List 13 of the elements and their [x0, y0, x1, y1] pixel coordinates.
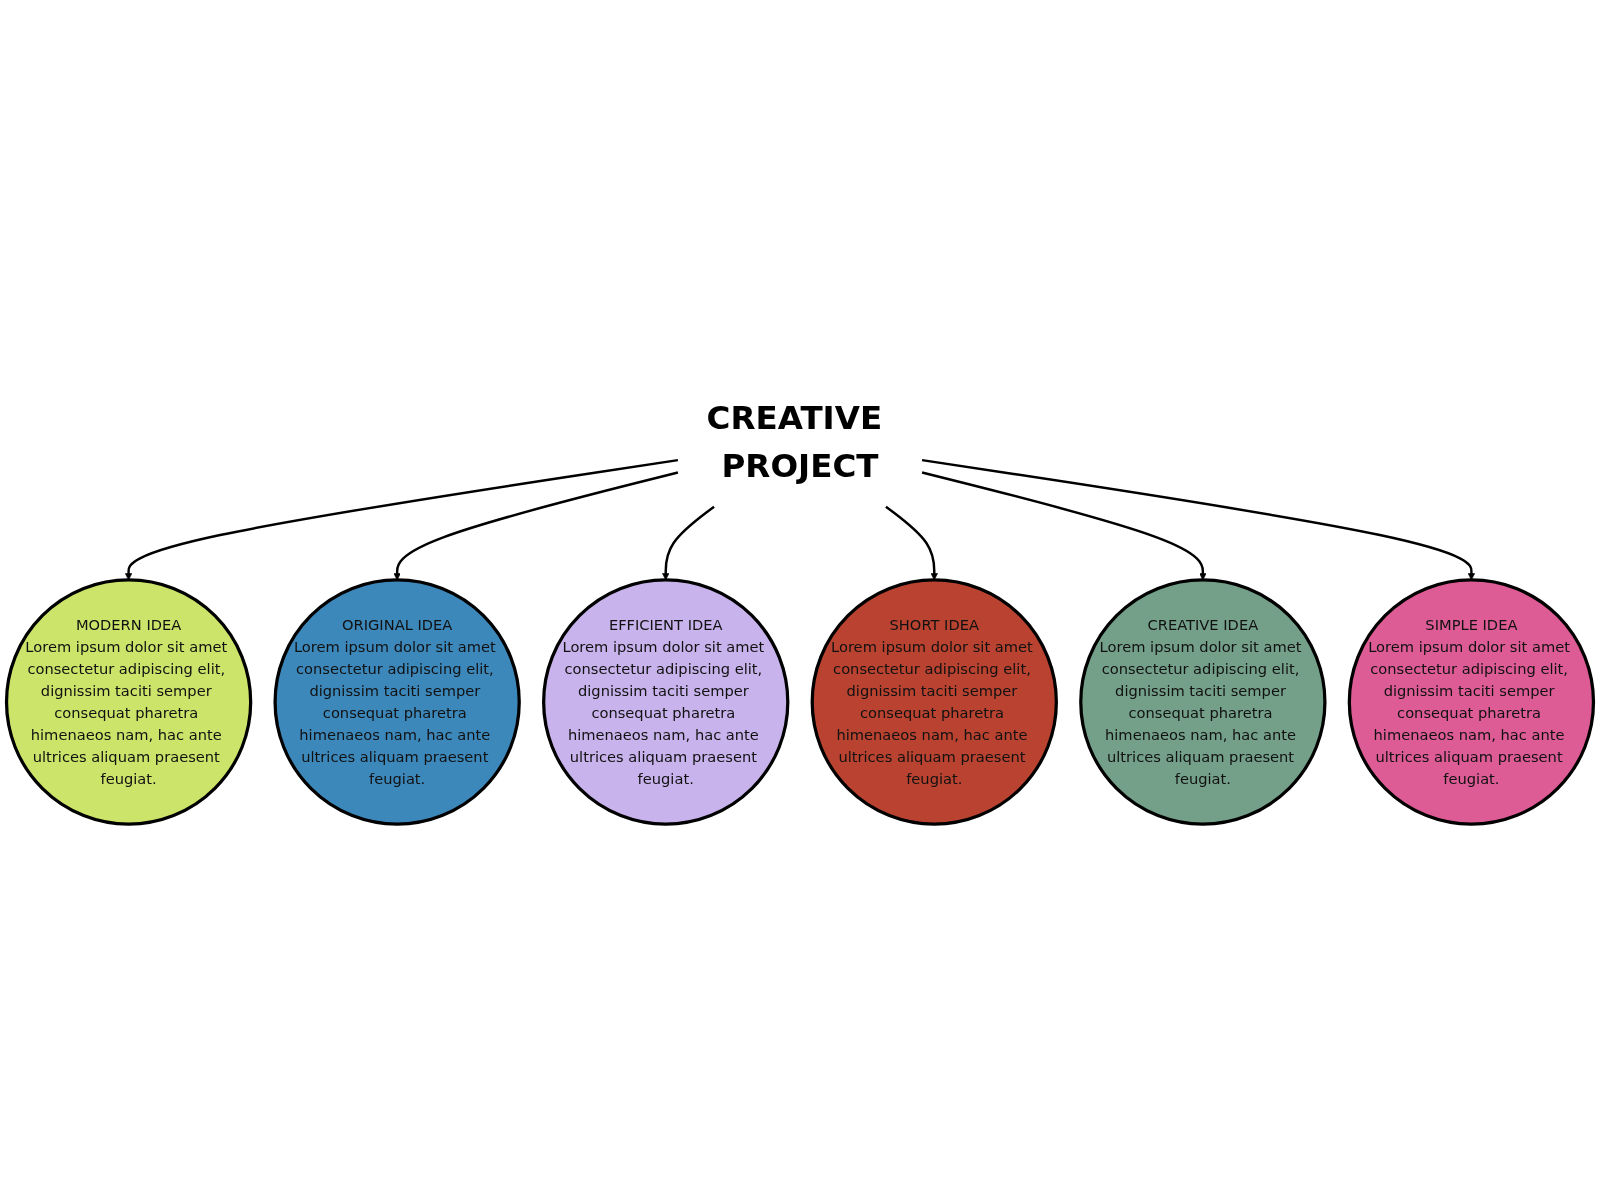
arrow — [393, 470, 679, 580]
node-circle: SIMPLE IDEA Lorem ipsum dolor sit amet consectetur adipiscing elit, dignissim taciti semper consequat pharetra himenaeos nam, hac ante ultrices aliquam praesent feugiat. — [1347, 578, 1596, 826]
node-circle: SHORT IDEA Lorem ipsum dolor sit amet consectetur adipiscing elit, dignissim taciti semper consequat pharetra himenaeos nam, hac ante ultrices aliquam praesent feugiat. — [810, 578, 1058, 826]
arrow — [921, 458, 1475, 580]
node-text: CREATIVE PROJECT — [706, 398, 883, 485]
arrow — [662, 505, 715, 580]
arrow — [921, 470, 1207, 580]
node-circle: MODERN IDEA Lorem ipsum dolor sit amet consectetur adipiscing elit, dignissim taciti semper consequat pharetra himenaeos nam, hac ante ultrices aliquam praesent feugiat. — [4, 578, 253, 826]
node-circle: CREATIVE IDEA Lorem ipsum dolor sit amet consectetur adipiscing elit, dignissim taciti semper consequat pharetra himenaeos nam, hac ante ultrices aliquam praesent feugiat. — [1079, 578, 1327, 826]
arrow — [885, 505, 938, 580]
node-circle: ORIGINAL IDEA Lorem ipsum dolor sit amet consectetur adipiscing elit, dignissim taciti semper consequat pharetra himenaeos nam, hac ante ultrices aliquam praesent feugiat. — [273, 578, 521, 826]
arrow — [125, 458, 679, 580]
node-circle: EFFICIENT IDEA Lorem ipsum dolor sit amet consectetur adipiscing elit, dignissim taciti semper consequat pharetra himenaeos nam, hac ante ultrices aliquam praesent feugiat. — [542, 578, 790, 826]
